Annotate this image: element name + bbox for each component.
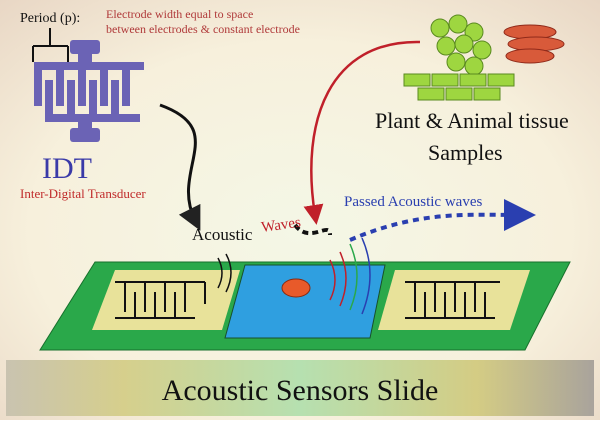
caption-area	[0, 420, 600, 448]
tissue-sample-icon	[281, 278, 311, 298]
wave-arcs	[217, 237, 371, 315]
acoustic-label: Acoustic	[192, 225, 253, 244]
period-label: Period (p):	[20, 11, 80, 26]
tissue-label-line-2: Samples	[428, 140, 503, 165]
idt-full-label: Inter-Digital Transducer	[20, 186, 146, 201]
idt-electrode-icon	[34, 40, 144, 142]
sample-to-slide-arrow	[303, 40, 421, 225]
tissue-label-line-1: Plant & Animal tissue	[375, 108, 569, 133]
slide-title: Acoustic Sensors Slide	[162, 374, 439, 407]
waves-label: Waves	[260, 215, 302, 236]
left-idt-icon	[115, 281, 206, 319]
animal-muscle-cells-icon	[503, 24, 565, 64]
passed-waves-label: Passed Acoustic waves	[344, 194, 482, 210]
sensor-slide	[39, 237, 571, 351]
right-idt-icon	[405, 281, 500, 319]
idt-label: IDT	[42, 152, 92, 185]
electrode-note-line-2: between electrodes & constant electrode	[106, 22, 300, 36]
idt-to-slide-arrow	[159, 103, 201, 231]
sample-channel	[224, 264, 386, 339]
period-bracket	[32, 28, 69, 62]
passed-waves-arrow	[349, 198, 536, 242]
plant-cells-icon	[403, 14, 515, 101]
acoustic-path-arrow	[293, 223, 332, 236]
title-band	[6, 360, 594, 416]
electrode-note-line-1: Electrode width equal to space	[106, 7, 253, 21]
